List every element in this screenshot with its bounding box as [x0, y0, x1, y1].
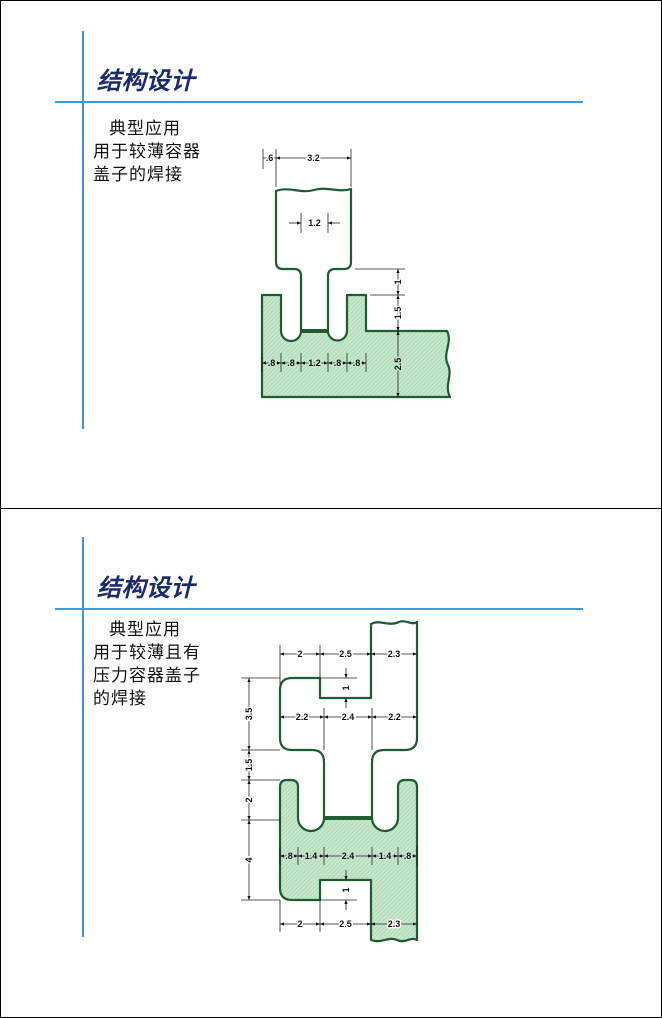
dimension-annotations: .6 3.2 1.2 1 1.5 2.5 .8 .8 1.2 .8 .8 [261, 149, 405, 397]
body-text-line: 典型应用 [109, 119, 181, 139]
dimension-label: 2.3 [388, 919, 401, 929]
accent-horizontal-line [55, 608, 583, 610]
dimension-label: 3.2 [307, 153, 320, 163]
dimension-label: 2 [297, 649, 302, 659]
slide-title: 结构设计 [97, 67, 195, 95]
body-text-line: 用于较薄且有 [93, 643, 201, 663]
dimension-label: 1.5 [393, 307, 403, 320]
body-text-line: 盖子的焊接 [93, 165, 183, 185]
dimension-label: .8 [285, 851, 293, 861]
dimension-label: .8 [268, 358, 276, 368]
dimension-label: .8 [353, 358, 361, 368]
dimension-label: 3.5 [244, 708, 254, 721]
accent-horizontal-line [55, 101, 583, 103]
dimension-label: .8 [334, 358, 342, 368]
body-text-line: 的焊接 [93, 689, 147, 709]
dimension-label: 2.5 [393, 358, 403, 371]
dimension-label: 2.3 [388, 649, 401, 659]
accent-vertical-line [82, 537, 84, 937]
dimension-label: .8 [404, 851, 412, 861]
dimension-label: 1 [341, 887, 351, 892]
body-text-line: 压力容器盖子 [93, 666, 201, 686]
dimension-label: 2 [244, 797, 254, 802]
dimension-label: 2.5 [339, 649, 352, 659]
dimension-annotations: 2 2.5 2.3 1 2.2 2.4 2.2 3.5 1.5 2 4 .8 1.4 2.4 1.4 .8 1 2… [241, 645, 418, 932]
dimension-label: 1.4 [379, 851, 392, 861]
container-section [260, 293, 452, 399]
dimension-label: 1.5 [244, 759, 254, 772]
dimension-label: 2.4 [342, 851, 355, 861]
body-text-line: 典型应用 [109, 620, 181, 640]
dimension-label: 2.2 [296, 712, 309, 722]
dimension-label: 2.4 [342, 712, 355, 722]
dimension-label: 1 [341, 685, 351, 690]
accent-vertical-line [82, 31, 84, 429]
dimension-label: .8 [287, 358, 295, 368]
body-text-line: 用于较薄容器 [93, 142, 201, 162]
slide-1: 结构设计 典型应用 用于较薄容器 盖子的焊接 .6 3.2 1.2 1 1.5 2.5 .8… [0, 0, 662, 509]
container-section [278, 778, 419, 943]
lid-section [274, 187, 353, 333]
lid-section [278, 620, 419, 820]
dimension-label: .6 [266, 153, 274, 163]
dimension-label: 1.2 [308, 358, 321, 368]
pressure-lid-weld-diagram: 2 2.5 2.3 1 2.2 2.4 2.2 3.5 1.5 2 4 .8 1.4 2.4 1.4 .8 1 2… [241, 620, 419, 943]
slide-body: 典型应用 用于较薄且有 压力容器盖子 的焊接 [93, 619, 201, 711]
slide-title: 结构设计 [97, 574, 195, 602]
dimension-label: 1 [393, 279, 403, 284]
dimension-label: 2.2 [388, 712, 401, 722]
dimension-label: 1.2 [308, 218, 321, 228]
slide-body: 典型应用 用于较薄容器 盖子的焊接 [93, 118, 201, 187]
lid-weld-diagram: .6 3.2 1.2 1 1.5 2.5 .8 .8 1.2 .8 .8 [260, 149, 452, 399]
dimension-label: 1.4 [305, 851, 318, 861]
dimension-label: 4 [244, 857, 254, 862]
dimension-label: 2.5 [339, 919, 352, 929]
dimension-label: 2 [297, 919, 302, 929]
